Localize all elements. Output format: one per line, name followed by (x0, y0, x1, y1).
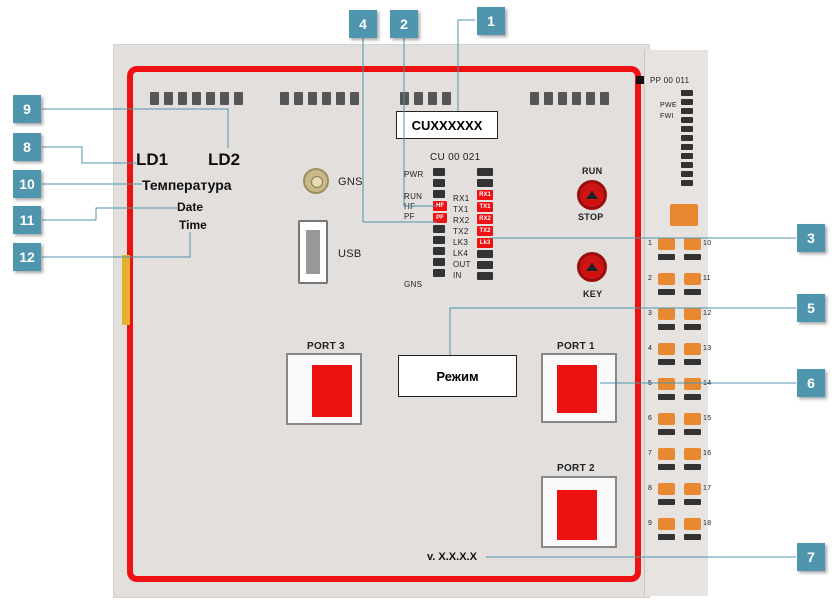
led-label: LK3 (453, 238, 469, 247)
led-label-gns: GNS (404, 280, 423, 289)
led-label: TX1 (453, 205, 469, 214)
key-button[interactable] (577, 252, 607, 282)
leader-line-12 (42, 232, 191, 258)
terminal-number: 3 (648, 310, 653, 317)
temperature-label: Температура (142, 177, 232, 193)
callout-9: 9 (13, 95, 41, 123)
terminal-number: 18 (703, 520, 712, 527)
gns-connector-icon (303, 168, 329, 194)
arrow-up-icon (586, 263, 598, 271)
terminal-number: 1 (648, 240, 653, 247)
ld1-label: LD1 (136, 150, 169, 169)
port3-label: PORT 3 (307, 341, 345, 352)
led-label: LK4 (453, 249, 469, 258)
led-label: OUT (453, 260, 471, 269)
io-module (644, 50, 708, 596)
left-latch (122, 255, 130, 325)
terminal-number: 9 (648, 520, 653, 527)
port1-label: PORT 1 (557, 341, 595, 352)
led-label: TX2 (453, 227, 469, 236)
module-led-strip (681, 90, 695, 189)
port2-connector[interactable] (541, 476, 617, 548)
led-label: RX2 (453, 216, 470, 225)
led-label: RX1 (453, 194, 470, 203)
leader-line-4 (362, 36, 437, 223)
stop-label: STOP (578, 212, 604, 222)
gns-label: GNS (338, 176, 363, 188)
leader-line-11 (42, 207, 177, 221)
terminal-number: 16 (703, 450, 712, 457)
highlight-frame (127, 66, 641, 582)
port2-label: PORT 2 (557, 463, 595, 474)
led-label: PF (404, 212, 415, 221)
rx2-led: RX2 (477, 214, 493, 224)
terminal-number: 4 (648, 345, 653, 352)
leader-line-2 (403, 36, 437, 207)
callout-10: 10 (13, 170, 41, 198)
leader-line-5 (449, 307, 796, 355)
led-label: RUN (404, 192, 423, 201)
vent-grille-top (150, 92, 620, 122)
led-strip-left: HF PF (433, 168, 447, 280)
callout-3: 3 (797, 224, 825, 252)
pf-led: PF (433, 213, 447, 223)
terminal-number: 17 (703, 485, 712, 492)
ld2-label: LD2 (208, 150, 241, 169)
callout-11: 11 (13, 206, 41, 234)
leader-line-9 (42, 108, 229, 148)
module-led-pwe: PWE (660, 102, 677, 109)
terminal-number: 12 (703, 310, 712, 317)
usb-label: USB (338, 248, 362, 260)
usb-port-icon[interactable] (298, 220, 328, 284)
unit-name: CU 00 021 (430, 152, 481, 163)
tx1-led: TX1 (477, 202, 493, 212)
terminal-number: 7 (648, 450, 653, 457)
key-label: KEY (583, 289, 603, 299)
callout-1: 1 (477, 7, 505, 35)
leader-line-1 (457, 19, 475, 111)
time-label: Time (179, 218, 207, 232)
led-label: IN (453, 271, 462, 280)
terminal-number: 2 (648, 275, 653, 282)
callout-8: 8 (13, 133, 41, 161)
run-label: RUN (582, 166, 603, 176)
rx1-led: RX1 (477, 190, 493, 200)
callout-6: 6 (797, 369, 825, 397)
module-latch[interactable] (670, 204, 698, 226)
terminal-number: 13 (703, 345, 712, 352)
module-led-fwi: FWI (660, 113, 674, 120)
led-label: PWR (404, 170, 424, 179)
led-labels-right: RX1 TX1 RX2 TX2 LK3 LK4 OUT IN (453, 194, 477, 282)
port3-connector[interactable] (286, 353, 362, 425)
port1-connector[interactable] (541, 353, 617, 423)
lk3-led: Lk3 (477, 238, 493, 248)
terminal-number: 10 (703, 240, 712, 247)
tx2-led: TX2 (477, 226, 493, 236)
callout-4: 4 (349, 10, 377, 38)
callout-2: 2 (390, 10, 418, 38)
terminal-number: 8 (648, 485, 653, 492)
terminal-number: 6 (648, 415, 653, 422)
mode-label: Режим (398, 355, 517, 397)
hf-led: HF (433, 201, 447, 211)
date-label: Date (177, 200, 204, 214)
terminal-number: 15 (703, 415, 712, 422)
version-label: v. X.X.X.X (427, 551, 477, 563)
leader-line-8 (42, 146, 136, 164)
run-stop-switch[interactable] (577, 180, 607, 210)
arrow-up-icon (586, 191, 598, 199)
terminal-number: 11 (703, 275, 711, 282)
led-strip-right: RX1 TX1 RX2 TX2 Lk3 (477, 168, 493, 283)
callout-12: 12 (13, 243, 41, 271)
callout-7: 7 (797, 543, 825, 571)
module-name: PP 00 011 (650, 76, 690, 85)
callout-5: 5 (797, 294, 825, 322)
module-header: PP 00 011 (636, 76, 690, 85)
model-label: CUXXXXXX (396, 111, 498, 139)
